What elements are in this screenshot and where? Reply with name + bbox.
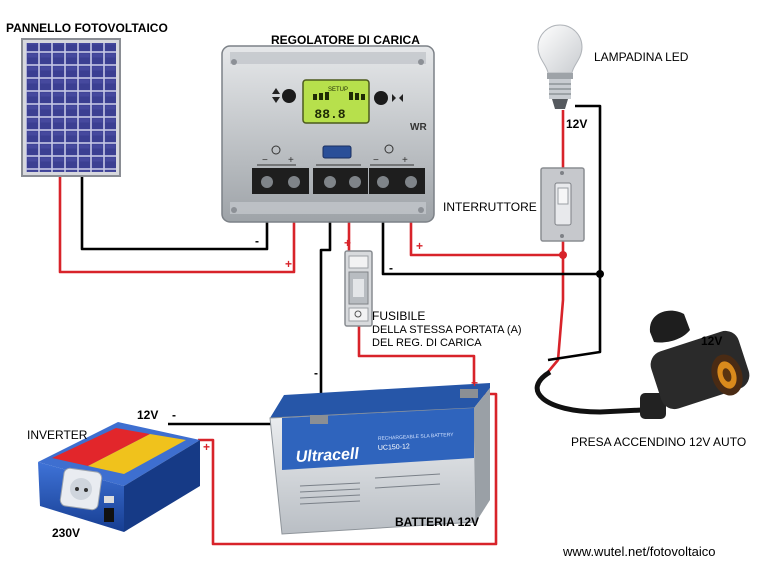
junction-negative: [596, 270, 604, 278]
polarity-panel-pos: +: [285, 257, 292, 271]
load-terminal-icon: [370, 144, 414, 166]
inverter: [38, 422, 200, 532]
car-socket-label: PRESA ACCENDINO 12V AUTO: [571, 435, 747, 449]
socket-voltage-label: 12V: [701, 334, 723, 348]
battery-terminal-icon: [316, 145, 361, 166]
polarity-panel-neg: -: [255, 234, 259, 248]
battery-label-lines: [299, 473, 441, 505]
charge-controller-label: REGOLATORE DI CARICA: [271, 33, 420, 47]
fuse-label: FUSIBILE: [372, 309, 426, 323]
charge-controller: SETUP 88.8 WR − + − +: [221, 45, 435, 223]
battery-tag: RECHARGEABLE SLA BATTERY: [378, 432, 455, 442]
controller-brand: WR: [410, 122, 427, 133]
lcd-digits: 88.8: [314, 107, 345, 122]
battery-model: UC150-12: [378, 443, 410, 452]
inverter-output-voltage: 230V: [52, 526, 81, 540]
light-switch: [540, 167, 585, 242]
battery-brand: Ultracell: [295, 446, 359, 466]
panel-terminal-icon: [257, 145, 296, 166]
terminal-block-load: [369, 168, 425, 194]
battery: Ultracell RECHARGEABLE SLA BATTERY UC150…: [269, 383, 490, 535]
polarity-battery-line-pos: +: [344, 236, 351, 250]
wire-battery-positive-bottom: [357, 322, 476, 393]
inverter-input-voltage: 12V: [137, 408, 159, 422]
website-link[interactable]: www.wutel.net/fotovoltaico: [563, 544, 716, 559]
junction-positive: [559, 251, 567, 259]
switch-label: INTERRUTTORE: [443, 200, 537, 214]
menu-button-icon: [272, 88, 296, 103]
polarity-load-pos: +: [416, 239, 423, 253]
led-voltage-label: 12V: [566, 117, 588, 131]
wire-inverter-positive: [198, 392, 498, 546]
battery-label: BATTERIA 12V: [395, 515, 480, 529]
car-socket: [534, 310, 750, 419]
wire-socket-positive: [547, 255, 565, 373]
fuse-note-line1: DELLA STESSA PORTATA (A): [372, 324, 522, 336]
select-button-icon: [374, 91, 403, 105]
load-plus-symbol: +: [402, 155, 408, 166]
solar-panel: [21, 38, 121, 177]
panel-plus-symbol: +: [288, 155, 294, 166]
fuse-holder: [344, 250, 373, 327]
wire-battery-negative: [319, 190, 332, 420]
fuse-note-line2: DEL REG. DI CARICA: [372, 337, 482, 349]
lcd-setup-text: SETUP: [328, 87, 348, 93]
wire-panel-positive: [58, 176, 296, 274]
polarity-inverter-pos: +: [203, 440, 210, 454]
terminal-block-panel: [252, 168, 309, 194]
polarity-load-neg: -: [389, 261, 393, 275]
inverter-input-polarity: -: [172, 408, 176, 422]
panel-minus-symbol: −: [262, 155, 268, 166]
polarity-battery-neg: -: [314, 366, 318, 380]
led-bulb-label: LAMPADINA LED: [594, 50, 689, 64]
lcd-screen: [302, 79, 370, 124]
lcd-bars: [313, 92, 365, 100]
terminal-block-battery: [313, 168, 368, 194]
load-minus-symbol: −: [373, 155, 379, 166]
solar-panel-label: PANNELLO FOTOVOLTAICO: [6, 21, 168, 35]
polarity-battery-pos: +: [471, 376, 478, 390]
led-bulb: [537, 24, 583, 109]
inverter-label: INVERTER: [27, 428, 88, 442]
wire-bulb-negative: [547, 104, 602, 362]
